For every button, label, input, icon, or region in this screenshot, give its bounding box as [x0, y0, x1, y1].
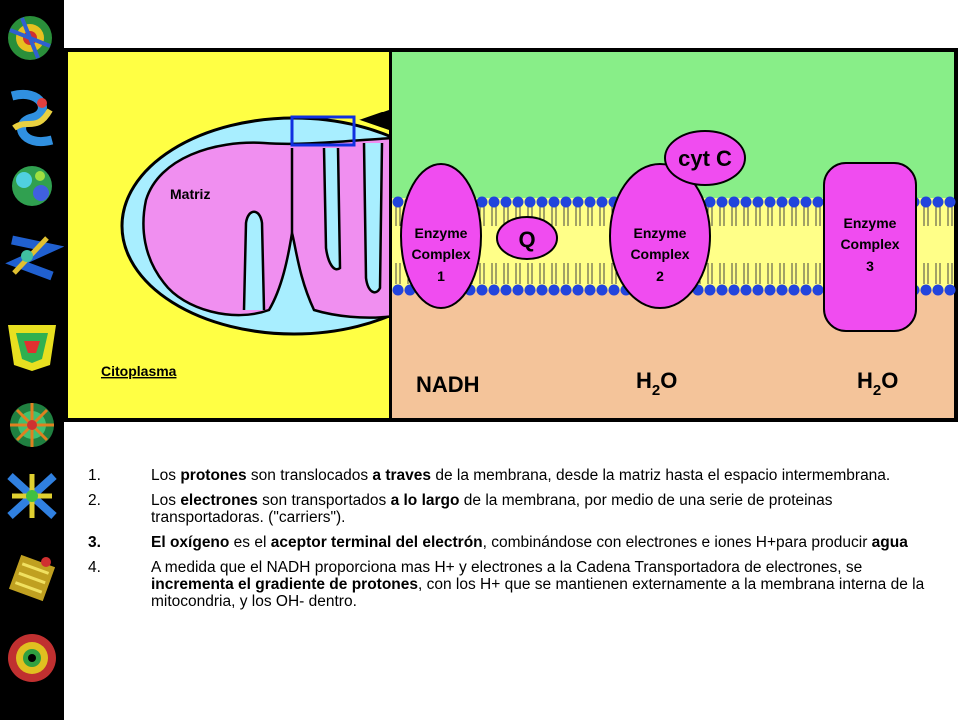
phospholipid-head: [584, 196, 596, 208]
phospholipid-head: [764, 284, 776, 296]
complex-3-enzyme: Enzyme: [844, 215, 897, 231]
matriz-label: Matriz: [170, 186, 210, 202]
complex-2-number: 2: [656, 268, 664, 284]
explanation-list: 1.Los protones son translocados a traves…: [88, 467, 928, 618]
phospholipid-head: [488, 196, 500, 208]
phospholipid-head: [944, 196, 956, 208]
phospholipid-head: [752, 284, 764, 296]
phospholipid-head: [800, 196, 812, 208]
phospholipid-head: [548, 196, 560, 208]
list-item-3: 3.El oxígeno es el aceptor terminal del …: [88, 534, 908, 551]
protein-icon-6: [10, 403, 54, 447]
phospholipid-head: [572, 284, 584, 296]
phospholipid-head: [500, 196, 512, 208]
citoplasma-label: Citoplasma: [101, 363, 177, 379]
q-carrier: [496, 216, 558, 260]
phospholipid-head: [764, 196, 776, 208]
phospholipid-head: [920, 196, 932, 208]
phospholipid-head: [536, 196, 548, 208]
list-item-1: 1.Los protones son translocados a traves…: [88, 467, 891, 484]
protein-icon-4: [5, 235, 65, 281]
list-number: 4.: [88, 559, 101, 576]
phospholipid-head: [932, 284, 944, 296]
phospholipid-head: [392, 284, 404, 296]
phospholipid-head: [716, 196, 728, 208]
phospholipid-head: [476, 284, 488, 296]
q-label: Q: [518, 227, 535, 252]
cyt-c-carrier: [664, 130, 746, 186]
phospholipid-head: [920, 284, 932, 296]
cyt-c-label: cyt C: [678, 146, 732, 171]
phospholipid-head: [560, 196, 572, 208]
phospholipid-head: [716, 284, 728, 296]
phospholipid-head: [704, 196, 716, 208]
complex-2-complex: Complex: [630, 246, 689, 262]
enzyme-complex-2: [609, 163, 711, 309]
phospholipid-head: [608, 284, 620, 296]
phospholipid-head: [704, 284, 716, 296]
protein-icon-2: [10, 89, 54, 147]
list-item-4: 4.A medida que el NADH proporciona mas H…: [88, 559, 925, 610]
phospholipid-head: [788, 284, 800, 296]
protein-icon-5: [8, 325, 56, 371]
phospholipid-head: [500, 284, 512, 296]
phospholipid-head: [752, 196, 764, 208]
phospholipid-head: [932, 196, 944, 208]
complex-2-enzyme: Enzyme: [634, 225, 687, 241]
list-number: 2.: [88, 492, 101, 509]
protein-icon-7: [7, 473, 57, 519]
phospholipid-head: [512, 196, 524, 208]
protein-icon-1: [8, 16, 52, 60]
phospholipid-head: [548, 284, 560, 296]
phospholipid-head: [596, 196, 608, 208]
phospholipid-head: [596, 284, 608, 296]
protein-icon-3: [12, 166, 52, 206]
phospholipid-head: [740, 284, 752, 296]
protein-icon-8: [8, 554, 56, 602]
phospholipid-head: [788, 196, 800, 208]
phospholipid-head: [944, 284, 956, 296]
phospholipid-head: [584, 284, 596, 296]
enzyme-complex-3: [823, 162, 917, 332]
complex-1-complex: Complex: [411, 246, 470, 262]
h2o-label-2: H2O: [857, 368, 898, 399]
phospholipid-head: [812, 284, 824, 296]
protein-icon-9: [8, 634, 56, 682]
enzyme-complex-1: [400, 163, 482, 309]
phospholipid-head: [776, 196, 788, 208]
electron-transport-diagram: Matriz Citoplasma cyt C Q Enzyme Complex…: [64, 48, 958, 427]
phospholipid-head: [740, 196, 752, 208]
list-number: 1.: [88, 467, 101, 484]
protein-icon-sidebar: [0, 0, 65, 720]
phospholipid-head: [488, 284, 500, 296]
list-number: 3.: [88, 534, 101, 551]
nadh-label: NADH: [416, 372, 480, 397]
mitochondrion-drawing: [120, 110, 389, 336]
phospholipid-head: [392, 196, 404, 208]
phospholipid-head: [728, 196, 740, 208]
phospholipid-head: [524, 284, 536, 296]
complex-1-number: 1: [437, 268, 445, 284]
phospholipid-head: [800, 284, 812, 296]
phospholipid-head: [560, 284, 572, 296]
phospholipid-head: [512, 284, 524, 296]
complex-3-complex: Complex: [840, 236, 899, 252]
phospholipid-head: [524, 196, 536, 208]
phospholipid-head: [536, 284, 548, 296]
list-item-2: 2.Los electrones son transportados a lo …: [88, 492, 833, 526]
phospholipid-head: [572, 196, 584, 208]
h2o-label-1: H2O: [636, 368, 677, 399]
complex-3-number: 3: [866, 258, 874, 274]
phospholipid-head: [476, 196, 488, 208]
phospholipid-head: [776, 284, 788, 296]
phospholipid-head: [812, 196, 824, 208]
complex-1-enzyme: Enzyme: [415, 225, 468, 241]
phospholipid-head: [728, 284, 740, 296]
